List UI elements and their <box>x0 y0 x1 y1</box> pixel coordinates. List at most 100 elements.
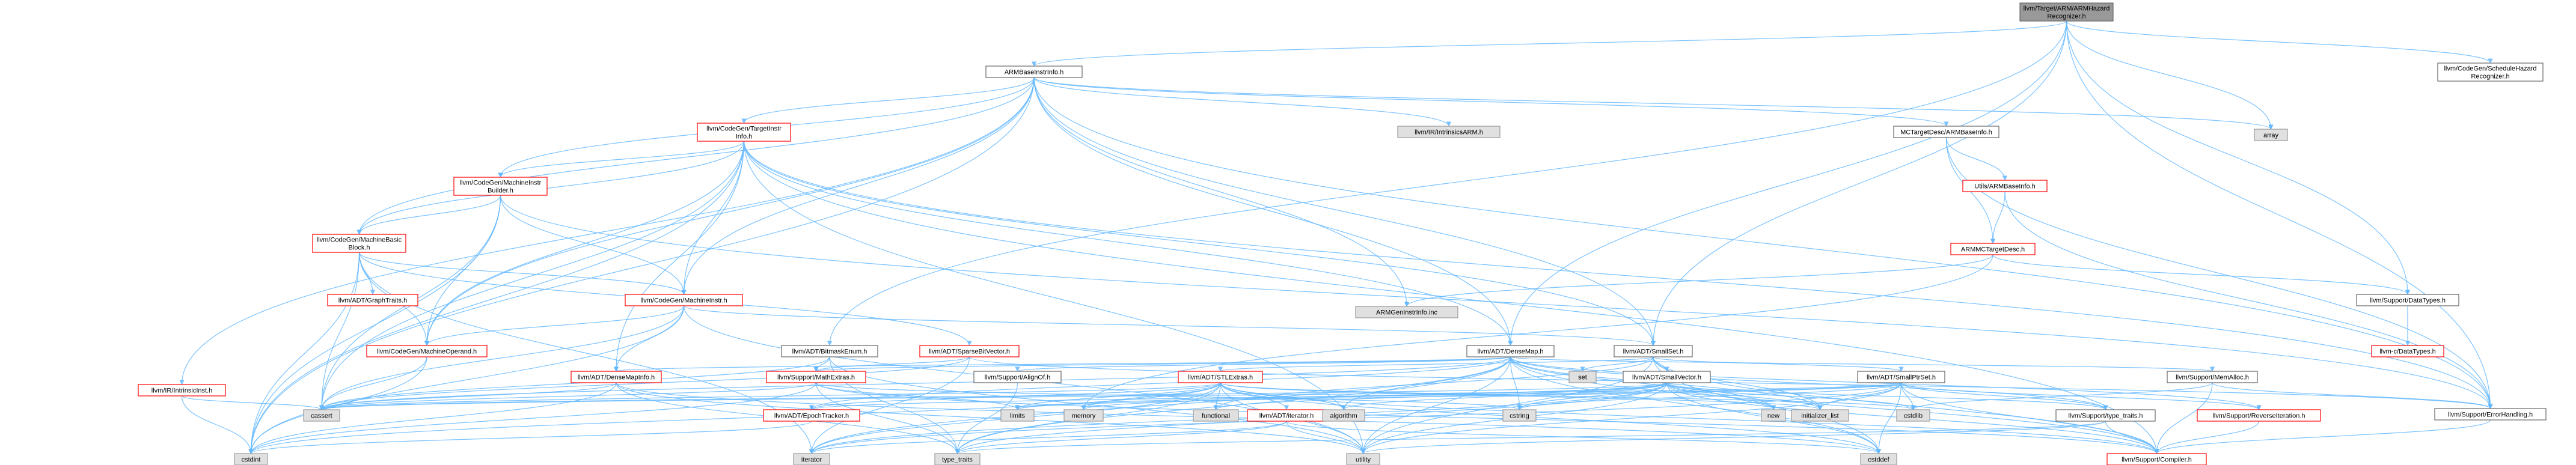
node-box <box>1466 345 1555 357</box>
edge-root-to-abii <box>1032 20 2067 67</box>
node-utility[interactable]: utility <box>1346 453 1380 465</box>
node-dmi[interactable]: llvm/ADT/DenseMapInfo.h <box>571 371 662 383</box>
edge-root-to-array <box>2066 20 2274 130</box>
node-label: llvm/Target/ARM/ARMHazard <box>2024 5 2110 13</box>
node-errh[interactable]: llvm/Support/ErrorHandling.h <box>2434 408 2547 421</box>
node-functional[interactable]: functional <box>1193 409 1239 422</box>
edge-sptr-to-typetraitsh <box>1900 382 2108 410</box>
node-box <box>1568 371 1597 383</box>
node-dmap[interactable]: llvm/ADT/DenseMap.h <box>1466 345 1555 357</box>
node-label: llvm/ADT/EpochTracker.h <box>774 413 849 420</box>
node-new[interactable]: new <box>1761 409 1786 422</box>
node-datatypes[interactable]: llvm/Support/DataTypes.h <box>2356 294 2459 306</box>
node-mathx[interactable]: llvm/Support/MathExtras.h <box>766 371 866 383</box>
node-box <box>1193 409 1239 422</box>
edge-tii-to-compiler <box>743 141 2159 454</box>
node-bme[interactable]: llvm/ADT/BitmaskEnum.h <box>781 345 878 357</box>
edge-sset-to-initlist <box>1653 356 1823 410</box>
node-box <box>2019 2 2114 22</box>
edge-sset-to-sptr <box>1653 356 1904 372</box>
node-label: cstddef <box>1868 457 1889 464</box>
node-label: MCTargetDesc/ARMBaseInfo.h <box>1900 129 1992 136</box>
edge-mib-to-mi <box>500 195 687 295</box>
edge-abii-to-cstdint <box>248 77 1035 454</box>
node-epoch[interactable]: llvm/ADT/EpochTracker.h <box>763 409 860 422</box>
node-cstdlib[interactable]: cstdlib <box>1896 409 1930 422</box>
node-initlist[interactable]: initializer_list <box>1791 409 1849 422</box>
node-cdatatypes[interactable]: llvm-c/DataTypes.h <box>2371 345 2444 357</box>
edge-rev-to-compiler <box>2154 421 2260 454</box>
node-box <box>1950 243 2036 255</box>
node-armmc[interactable]: ARMMCTargetDesc.h <box>1950 243 2036 255</box>
node-box <box>919 345 1020 357</box>
node-gt[interactable]: llvm/ADT/GraphTraits.h <box>327 294 418 306</box>
node-rev[interactable]: llvm/Support/ReverseIteration.h <box>2197 409 2321 422</box>
edge-mbb-to-cstdint <box>248 252 360 454</box>
node-sbv[interactable]: llvm/ADT/SparseBitVector.h <box>919 345 1020 357</box>
node-box <box>1893 126 1999 138</box>
node-memory[interactable]: memory <box>1063 409 1104 422</box>
node-cstdint[interactable]: cstdint <box>234 453 268 465</box>
edge-abii-to-geninc <box>1033 77 1410 307</box>
node-typetraitsh[interactable]: llvm/Support/type_traits.h <box>2055 409 2156 422</box>
node-abii[interactable]: ARMBaseInstrInfo.h <box>985 65 1083 78</box>
node-cstddef[interactable]: cstddef <box>1860 453 1897 465</box>
node-iterh[interactable]: llvm/ADT/iterator.h <box>1247 409 1326 422</box>
node-svec[interactable]: llvm/ADT/SmallVector.h <box>1623 371 1711 383</box>
node-algorithm[interactable]: algorithm <box>1322 409 1365 422</box>
node-utilsabi[interactable]: Utils/ARMBaseInfo.h <box>1962 180 2048 192</box>
node-mi[interactable]: llvm/CodeGen/MachineInstr.h <box>625 294 743 306</box>
node-cassert[interactable]: cassert <box>303 409 340 422</box>
node-array[interactable]: array <box>2254 129 2288 141</box>
node-box <box>2167 371 2258 383</box>
node-box <box>234 453 268 465</box>
node-label: llvm/ADT/iterator.h <box>1259 413 1314 420</box>
node-box <box>1397 126 1501 138</box>
node-mctd[interactable]: MCTargetDesc/ARMBaseInfo.h <box>1893 126 1999 138</box>
edge-abii-to-iinst <box>179 77 1035 385</box>
edge-iterh-to-type_traits <box>955 421 1287 454</box>
edges <box>179 20 2493 454</box>
edge-iterh-to-cstddef <box>1286 421 1881 454</box>
node-geninc[interactable]: ARMGenInstrInfo.inc <box>1355 306 1458 318</box>
node-label: Builder.h <box>488 187 513 195</box>
node-label: llvm/Support/MathExtras.h <box>777 374 855 381</box>
edge-sbv-to-iterator <box>809 356 970 454</box>
node-sptr[interactable]: llvm/ADT/SmallPtrSet.h <box>1857 371 1945 383</box>
edge-stlx-to-cstdint <box>248 382 1221 454</box>
node-iterator[interactable]: iterator <box>793 453 830 465</box>
node-limits[interactable]: limits <box>1000 409 1035 422</box>
edge-mathx-to-cassert <box>319 382 817 410</box>
node-stlx[interactable]: llvm/ADT/STLExtras.h <box>1178 371 1263 383</box>
node-memalloc[interactable]: llvm/Support/MemAlloc.h <box>2167 371 2258 383</box>
node-alignof[interactable]: llvm/Support/AlignOf.h <box>973 371 1062 383</box>
node-sset[interactable]: llvm/ADT/SmallSet.h <box>1614 345 1693 357</box>
edge-typetraitsh-to-utility <box>1360 421 2106 454</box>
node-mo[interactable]: llvm/CodeGen/MachineOperand.h <box>366 345 488 357</box>
node-box <box>138 384 226 397</box>
node-type_traits[interactable]: type_traits <box>934 453 981 465</box>
node-label: Recognizer.h <box>2047 13 2085 20</box>
node-box <box>1000 409 1035 422</box>
node-compiler[interactable]: llvm/Support/Compiler.h <box>2106 453 2207 465</box>
node-cstring[interactable]: cstring <box>1502 409 1537 422</box>
node-label: llvm/ADT/STLExtras.h <box>1188 374 1253 381</box>
edge-sbv-to-errh <box>968 356 2493 409</box>
edge-abii-to-mi <box>681 77 1035 295</box>
node-set[interactable]: set <box>1568 371 1597 383</box>
node-iarm[interactable]: llvm/IR/IntrinsicsARM.h <box>1397 126 1501 138</box>
node-label: utility <box>1356 457 1371 464</box>
edge-svec-to-cassert <box>319 382 1668 410</box>
node-box <box>985 65 1083 78</box>
node-iinst[interactable]: llvm/IR/IntrinsicInst.h <box>138 384 226 397</box>
node-label: llvm/ADT/SmallVector.h <box>1632 374 1701 381</box>
node-label: functional <box>1202 413 1230 420</box>
edge-stlx-to-cstddef <box>1220 382 1882 454</box>
edge-sptr-to-cstring <box>1517 382 1902 410</box>
node-label: cstdlib <box>1904 413 1923 420</box>
